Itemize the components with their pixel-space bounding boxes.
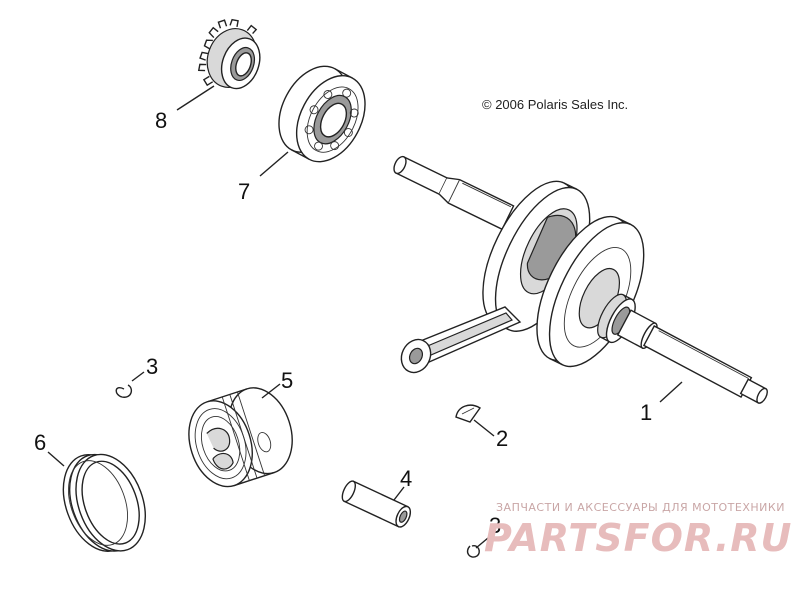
ball-bearing <box>259 65 366 177</box>
piston <box>188 383 293 488</box>
watermark-subtitle: ЗАПЧАСТИ И АКСЕССУАРЫ ДЛЯ МОТОТЕХНИКИ <box>496 501 785 514</box>
piston-pin-circlip-lower <box>466 537 489 558</box>
callout-3-upper: 3 <box>146 354 158 379</box>
piston-ring-set <box>47 451 146 552</box>
connecting-rod <box>400 306 522 374</box>
crankshaft-assembly <box>393 155 768 404</box>
callout-8: 8 <box>155 108 167 133</box>
copyright-notice: © 2006 Polaris Sales Inc. <box>482 97 629 112</box>
watermark-brand: PARTSFOR.RU <box>484 516 793 560</box>
callout-6: 6 <box>34 430 46 455</box>
callout-7: 7 <box>238 179 250 204</box>
callout-5: 5 <box>281 368 293 393</box>
callout-2: 2 <box>496 426 508 451</box>
callout-1: 1 <box>640 400 652 425</box>
piston-pin-circlip-upper <box>115 371 145 398</box>
piston-pin <box>341 480 412 528</box>
callout-4: 4 <box>400 466 412 491</box>
callout-3-lower: 3 <box>489 513 501 538</box>
woodruff-key <box>455 404 495 437</box>
sprocket-gear <box>176 18 261 111</box>
